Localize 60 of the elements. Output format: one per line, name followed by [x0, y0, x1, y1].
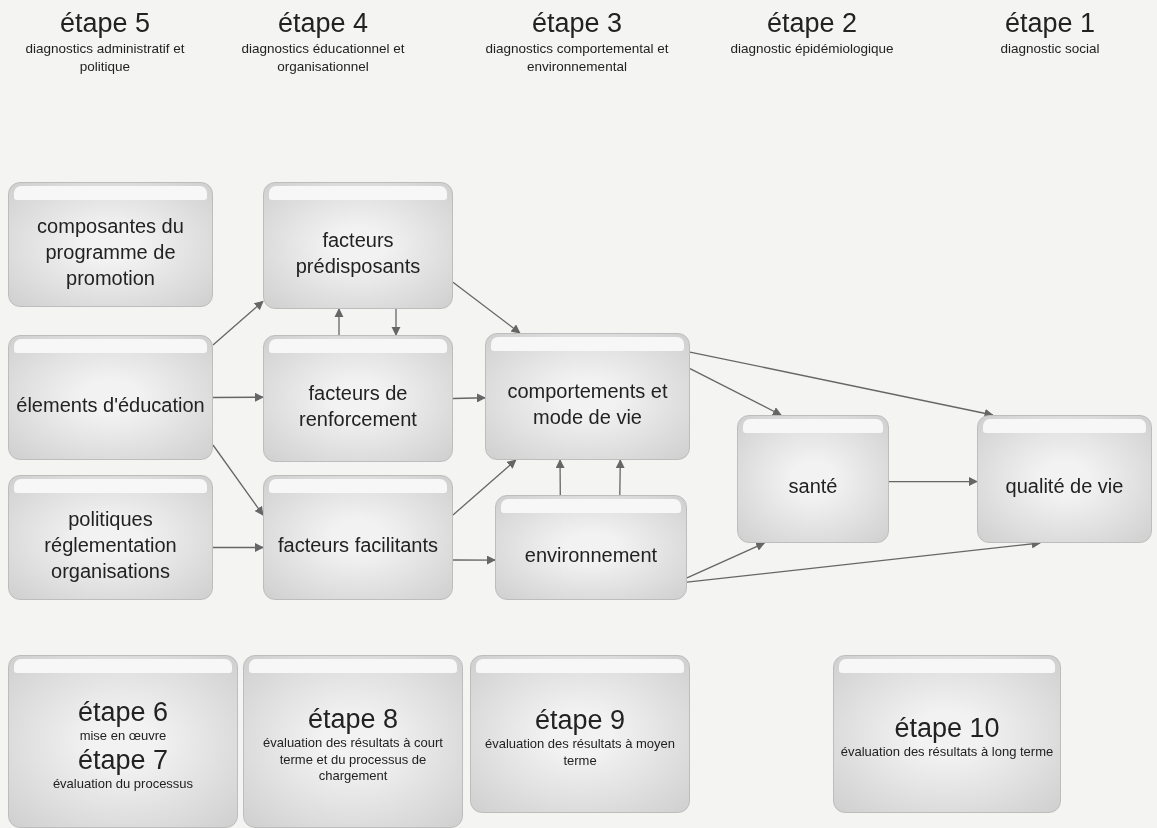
- arrow: [615, 459, 625, 496]
- arrow: [689, 351, 994, 418]
- process-box: [737, 415, 889, 543]
- arrow: [689, 367, 782, 416]
- node-label: politiques réglementation organisations: [43, 506, 178, 584]
- node-label: facteurs facilitants: [277, 532, 439, 558]
- arrow: [555, 459, 565, 496]
- process-box: [485, 333, 690, 460]
- arrow: [888, 477, 978, 487]
- stage-box: [243, 655, 463, 828]
- arrow: [686, 542, 766, 579]
- stage-description: évaluation des résultats à court terme et du processus de chargement: [262, 734, 444, 786]
- arrow: [212, 444, 264, 516]
- process-box: [977, 415, 1152, 543]
- process-box: [8, 182, 213, 307]
- arrow: [452, 281, 521, 334]
- stage-description: mise en œuvre: [79, 727, 167, 745]
- arrow: [212, 392, 264, 402]
- process-box: [8, 475, 213, 600]
- process-box: [263, 335, 453, 462]
- stage-description: évaluation des résultats à moyen terme: [483, 735, 677, 770]
- node-label: élements d'éducation: [16, 392, 205, 418]
- process-box: [495, 495, 687, 600]
- stage-description: évaluation des résultats à long terme: [840, 744, 1054, 761]
- stage-heading: étape 5: [58, 8, 152, 39]
- arrow: [452, 555, 496, 565]
- arrow: [212, 300, 264, 346]
- node-label: comportements et mode de vie: [506, 378, 669, 430]
- stage-box: [833, 655, 1061, 813]
- arrow: [212, 542, 264, 553]
- stage-title: étape 10: [894, 713, 1000, 745]
- stage-heading: étape 1: [1003, 8, 1097, 39]
- arrow: [452, 393, 486, 403]
- stage-title: étape 6: [77, 696, 169, 728]
- stage-title: étape 9: [534, 704, 626, 736]
- process-box: [8, 335, 213, 460]
- stage-subtitle: diagnostics éducationnel et organisationnel: [240, 40, 406, 76]
- node-label: facteurs prédisposants: [294, 227, 422, 279]
- stage-subtitle: diagnostic épidémiologique: [729, 40, 895, 58]
- node-label: composantes du programme de promotion: [36, 213, 185, 291]
- arrow: [334, 308, 344, 336]
- stage-box: [8, 655, 238, 828]
- arrow: [452, 459, 517, 516]
- process-box: [263, 475, 453, 600]
- node-label: facteurs de renforcement: [298, 380, 418, 432]
- stage-subtitle: diagnostic social: [999, 40, 1101, 58]
- node-label: qualité de vie: [1005, 474, 1124, 499]
- stage-description: évaluation du processus: [52, 775, 194, 793]
- arrow: [391, 308, 401, 336]
- stage-subtitle: diagnostics comportemental et environnemental: [484, 40, 670, 76]
- stage-title: étape 8: [307, 703, 399, 735]
- stage-box: [470, 655, 690, 813]
- process-box: [263, 182, 453, 309]
- node-label: environnement: [524, 542, 658, 568]
- stage-heading: étape 2: [765, 8, 859, 39]
- stage-subtitle: diagnostics administratif et politique: [24, 40, 186, 76]
- stage-title: étape 7: [77, 744, 169, 776]
- stage-heading: étape 3: [530, 8, 624, 39]
- stage-heading: étape 4: [276, 8, 370, 39]
- node-label: santé: [788, 474, 838, 499]
